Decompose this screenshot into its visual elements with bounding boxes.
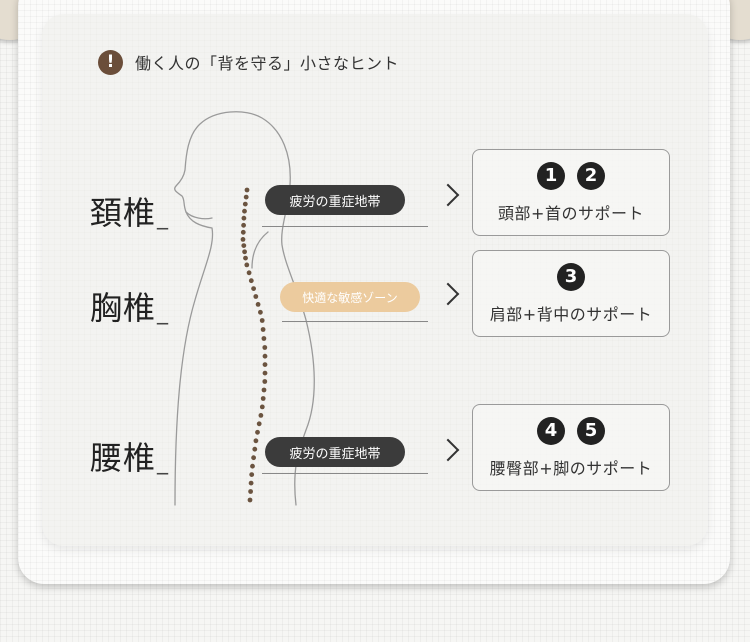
exclamation-icon: ! bbox=[98, 49, 123, 75]
support-text: 肩部+背中のサポート bbox=[489, 304, 653, 324]
label-cervical: 頚椎_ bbox=[90, 188, 169, 234]
label-cervical-text: 頚椎 bbox=[90, 194, 157, 232]
heading: ! 働く人の「背を守る」小さなヒント bbox=[98, 49, 399, 75]
support-text: 頭部+首のサポート bbox=[498, 203, 644, 223]
number-badge: 4 bbox=[537, 416, 565, 445]
lead-line-cervical bbox=[262, 226, 428, 227]
label-lumbar-suffix: _ bbox=[157, 450, 170, 475]
label-lumbar-text: 腰椎 bbox=[90, 439, 157, 477]
number-badges: 1 2 bbox=[537, 161, 605, 190]
lead-line-thoracic bbox=[282, 321, 428, 322]
support-box-thoracic: 3 肩部+背中のサポート bbox=[472, 250, 670, 337]
number-badge: 5 bbox=[577, 416, 605, 445]
lead-line-lumbar bbox=[262, 473, 428, 474]
heading-text: 働く人の「背を守る」小さなヒント bbox=[135, 54, 400, 73]
zone-pill-cervical: 疲労の重症地帯 bbox=[265, 185, 405, 215]
number-badge: 1 bbox=[537, 161, 565, 190]
zone-pill-thoracic: 快適な敏感ゾーン bbox=[280, 282, 420, 312]
number-badge: 3 bbox=[557, 262, 585, 291]
label-cervical-suffix: _ bbox=[157, 205, 170, 230]
number-badges: 3 bbox=[557, 262, 585, 291]
number-badges: 4 5 bbox=[537, 416, 605, 445]
label-thoracic: 胸椎_ bbox=[90, 283, 169, 329]
label-lumbar: 腰椎_ bbox=[90, 433, 169, 479]
label-thoracic-text: 胸椎 bbox=[90, 289, 157, 327]
support-text: 腰臀部+脚のサポート bbox=[489, 458, 653, 478]
support-box-lumbar: 4 5 腰臀部+脚のサポート bbox=[472, 404, 670, 491]
support-box-cervical: 1 2 頭部+首のサポート bbox=[472, 149, 670, 236]
label-thoracic-suffix: _ bbox=[157, 300, 170, 325]
zone-pill-lumbar: 疲労の重症地帯 bbox=[265, 437, 405, 467]
number-badge: 2 bbox=[577, 161, 605, 190]
